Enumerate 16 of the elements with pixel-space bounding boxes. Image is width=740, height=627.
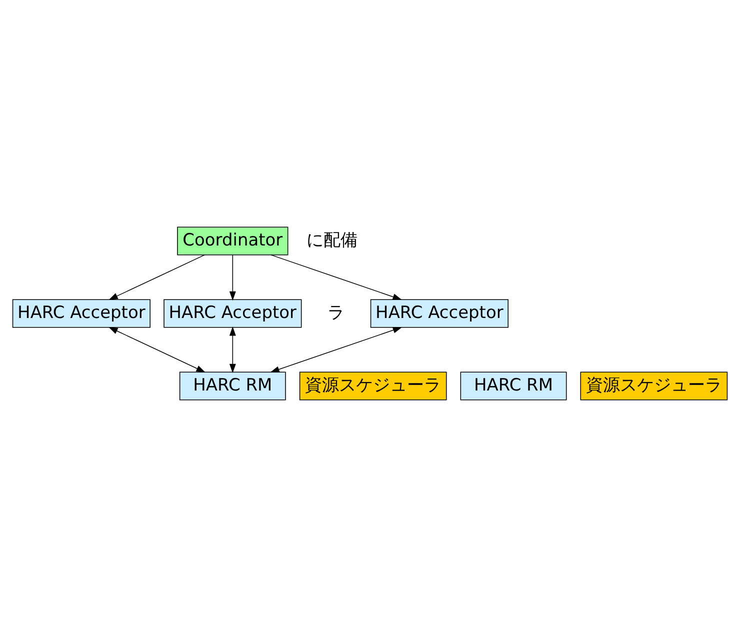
arrow (270, 327, 402, 372)
arrow (270, 254, 402, 300)
node-box: 資源スケジューラ (299, 372, 447, 400)
label: に配備 (306, 230, 358, 250)
node-box: HARC Acceptor (12, 299, 150, 328)
node-box: Coordinator (177, 226, 288, 256)
node-box: HARC Acceptor (370, 299, 508, 328)
node-box: HARC Acceptor (164, 299, 302, 328)
label: ラ (328, 302, 345, 323)
arrow (229, 254, 236, 301)
arrow (229, 326, 236, 374)
arrow (108, 254, 205, 300)
node-box: 資源スケジューラ (580, 372, 728, 400)
arrow (108, 326, 206, 373)
node-box: HARC RM (460, 372, 567, 400)
node-box: HARC RM (179, 372, 286, 400)
